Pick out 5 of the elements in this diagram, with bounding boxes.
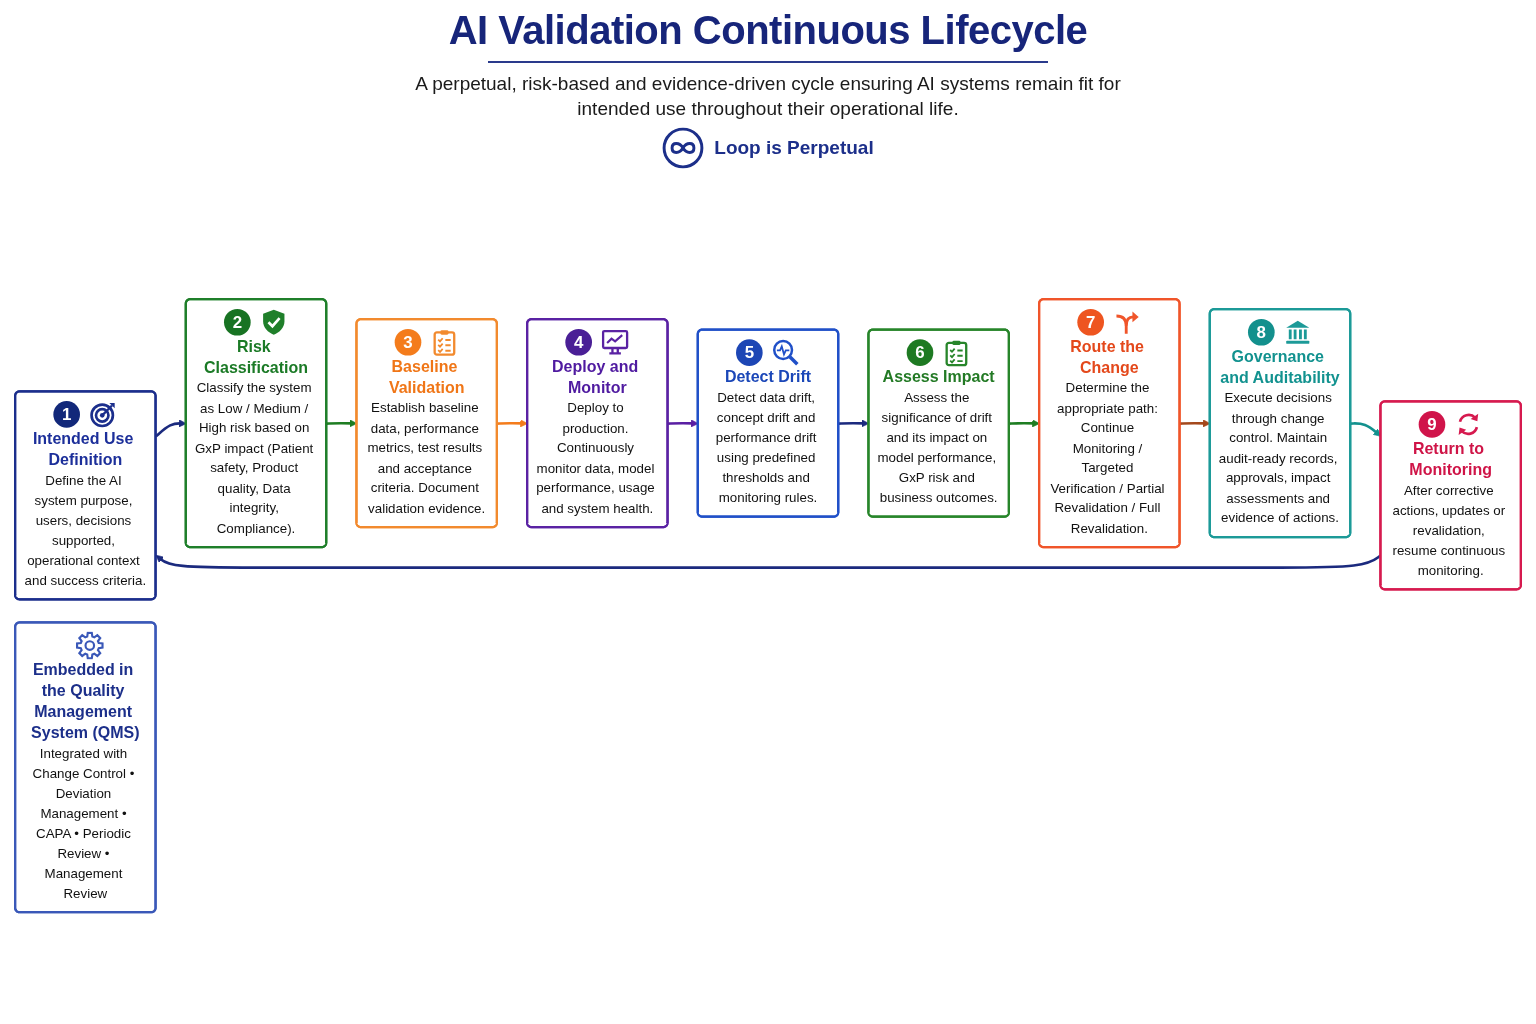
arrow [1009, 419, 1040, 428]
subtitle-text: A perpetual, risk-based and evidence-driven cycle ensuring AI systems remain fit for intended use throughout their operational life. [414, 72, 1122, 121]
caption-text: Loop is Perpetual [714, 137, 874, 159]
diagram-title: AI Validation Continuous Lifecycle [448, 8, 1088, 53]
arrow [497, 419, 528, 428]
